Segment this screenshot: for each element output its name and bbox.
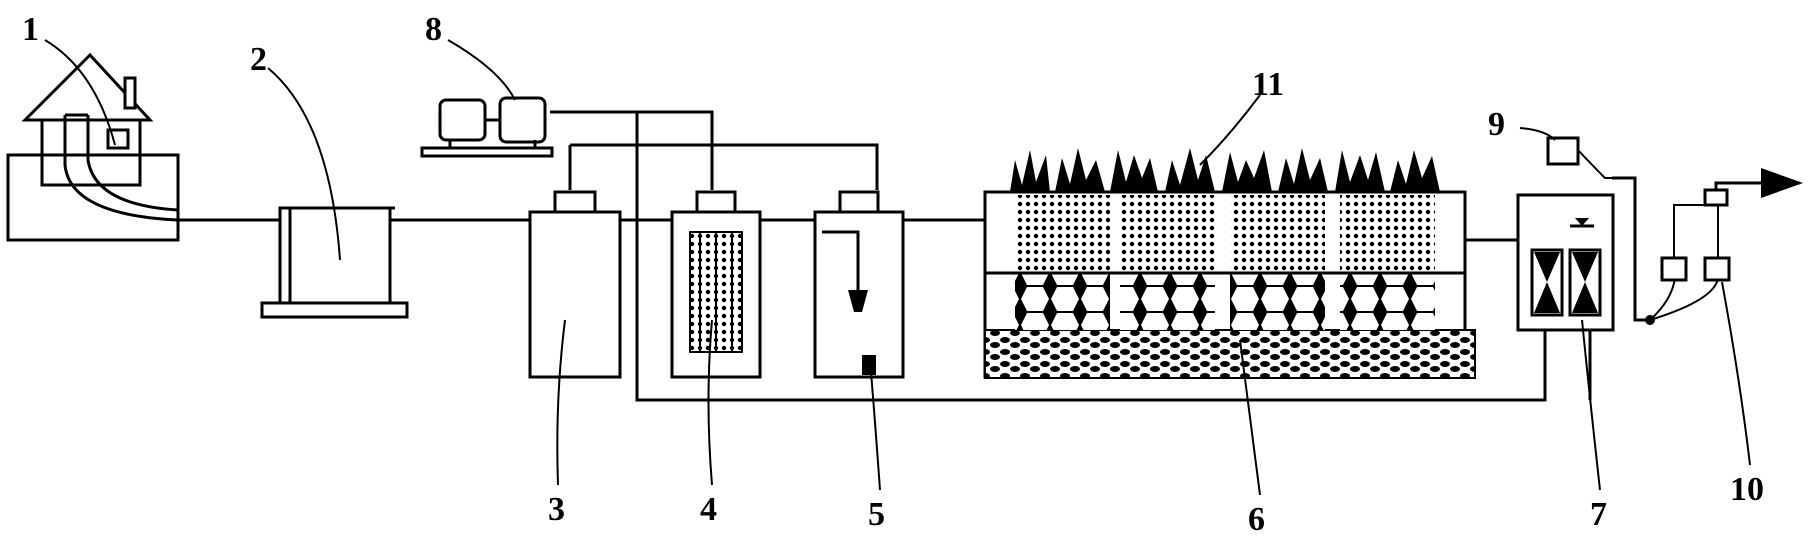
house-walls <box>40 120 142 187</box>
tank4-cap <box>695 190 737 214</box>
plant-cluster-1 <box>1010 150 1050 192</box>
label-7: 7 <box>1590 496 1607 533</box>
label-9: 9 <box>1488 106 1505 143</box>
unit-2-tank <box>260 206 409 319</box>
label-6: 6 <box>1248 501 1265 538</box>
dosing-box <box>1546 136 1580 166</box>
label-3: 3 <box>548 491 565 528</box>
wetland-cell-3-top <box>1230 195 1325 273</box>
unit-9-dosing <box>1546 136 1650 322</box>
plant-cluster-7 <box>1335 150 1385 192</box>
wetland-cell-3-bottom <box>1230 273 1325 330</box>
label-8: 8 <box>425 11 442 48</box>
leader-3 <box>556 319 566 486</box>
unit-5-tank <box>813 190 905 379</box>
filter-indicator <box>1575 218 1589 226</box>
unit-7-filter <box>1516 193 1615 332</box>
plant-cluster-6 <box>1278 148 1328 192</box>
label-1: 1 <box>22 11 39 48</box>
leader-11 <box>1199 94 1261 166</box>
outlet-box <box>1703 188 1729 207</box>
blower-motor <box>438 98 487 142</box>
label-11: 11 <box>1252 66 1284 103</box>
plant-cluster-8 <box>1390 150 1440 192</box>
wetland-cell-2-top <box>1120 195 1215 273</box>
unit-10-disinfection <box>1645 168 1803 325</box>
dosing-line <box>1577 149 1612 179</box>
house-source <box>6 52 180 242</box>
pipe-filter-to-disinfection <box>1612 176 1650 322</box>
filter-valve-1 <box>1534 252 1560 313</box>
tank3-body <box>528 210 622 379</box>
house-drain-pipe-inner <box>86 115 179 212</box>
effluent-arrow <box>1714 168 1803 198</box>
leader-8 <box>447 39 516 101</box>
wetland-cell-4-top <box>1340 195 1435 273</box>
house-drain-pipe-outer <box>63 115 179 222</box>
blower-plinth <box>420 146 554 158</box>
return-pipe-bottom <box>635 112 1547 402</box>
leader-7 <box>1581 319 1601 491</box>
tank3-cap <box>553 190 597 214</box>
tank2-base <box>260 301 409 319</box>
leader-10 <box>1721 281 1751 466</box>
leader-6 <box>1239 339 1261 496</box>
unit-6-wetland <box>983 190 1476 379</box>
tank5-diffuser <box>848 290 868 312</box>
leader-5 <box>869 359 881 491</box>
label-2: 2 <box>250 41 267 78</box>
unit-11-plants <box>1010 148 1440 192</box>
label-5: 5 <box>868 496 885 533</box>
plant-cluster-4 <box>1165 148 1215 192</box>
plant-cluster-2 <box>1055 148 1105 192</box>
wetland-cell-1-bottom <box>1015 273 1110 330</box>
unit-8-blower <box>420 96 554 158</box>
unit-4-tank <box>670 190 762 379</box>
wetland-gravel-layer <box>984 329 1476 379</box>
air-pipe-to-tank5 <box>570 143 879 190</box>
plant-cluster-5 <box>1222 150 1272 192</box>
leader-1 <box>44 39 116 146</box>
label-10: 10 <box>1730 471 1764 508</box>
unit-3-tank <box>528 190 622 379</box>
label-4: 4 <box>700 491 717 528</box>
outlet-line-2 <box>1649 277 1719 321</box>
tank5-cap <box>838 190 880 214</box>
plant-cluster-3 <box>1110 150 1158 192</box>
disinfection-manifold <box>1673 204 1719 258</box>
house-chimney <box>123 76 137 110</box>
disinfection-unit-2 <box>1703 256 1731 282</box>
house-base <box>6 153 180 242</box>
wetland-cell-2-bottom <box>1120 273 1215 330</box>
wetland-cell-1-top <box>1015 195 1110 273</box>
tank5-inlet-pipe <box>822 230 860 290</box>
tank5-pump <box>862 355 876 375</box>
disinfection-unit-1 <box>1660 256 1688 282</box>
blower-head <box>498 96 547 144</box>
tank2-body <box>278 206 392 305</box>
leader-9 <box>1519 127 1556 141</box>
filter-valve-2 <box>1572 252 1598 313</box>
leader-2 <box>267 67 341 261</box>
outlet-line-1 <box>1649 277 1676 321</box>
air-pipe-to-tank4 <box>550 110 714 190</box>
wetland-cell-4-bottom <box>1340 273 1435 330</box>
leader-4 <box>707 319 713 486</box>
